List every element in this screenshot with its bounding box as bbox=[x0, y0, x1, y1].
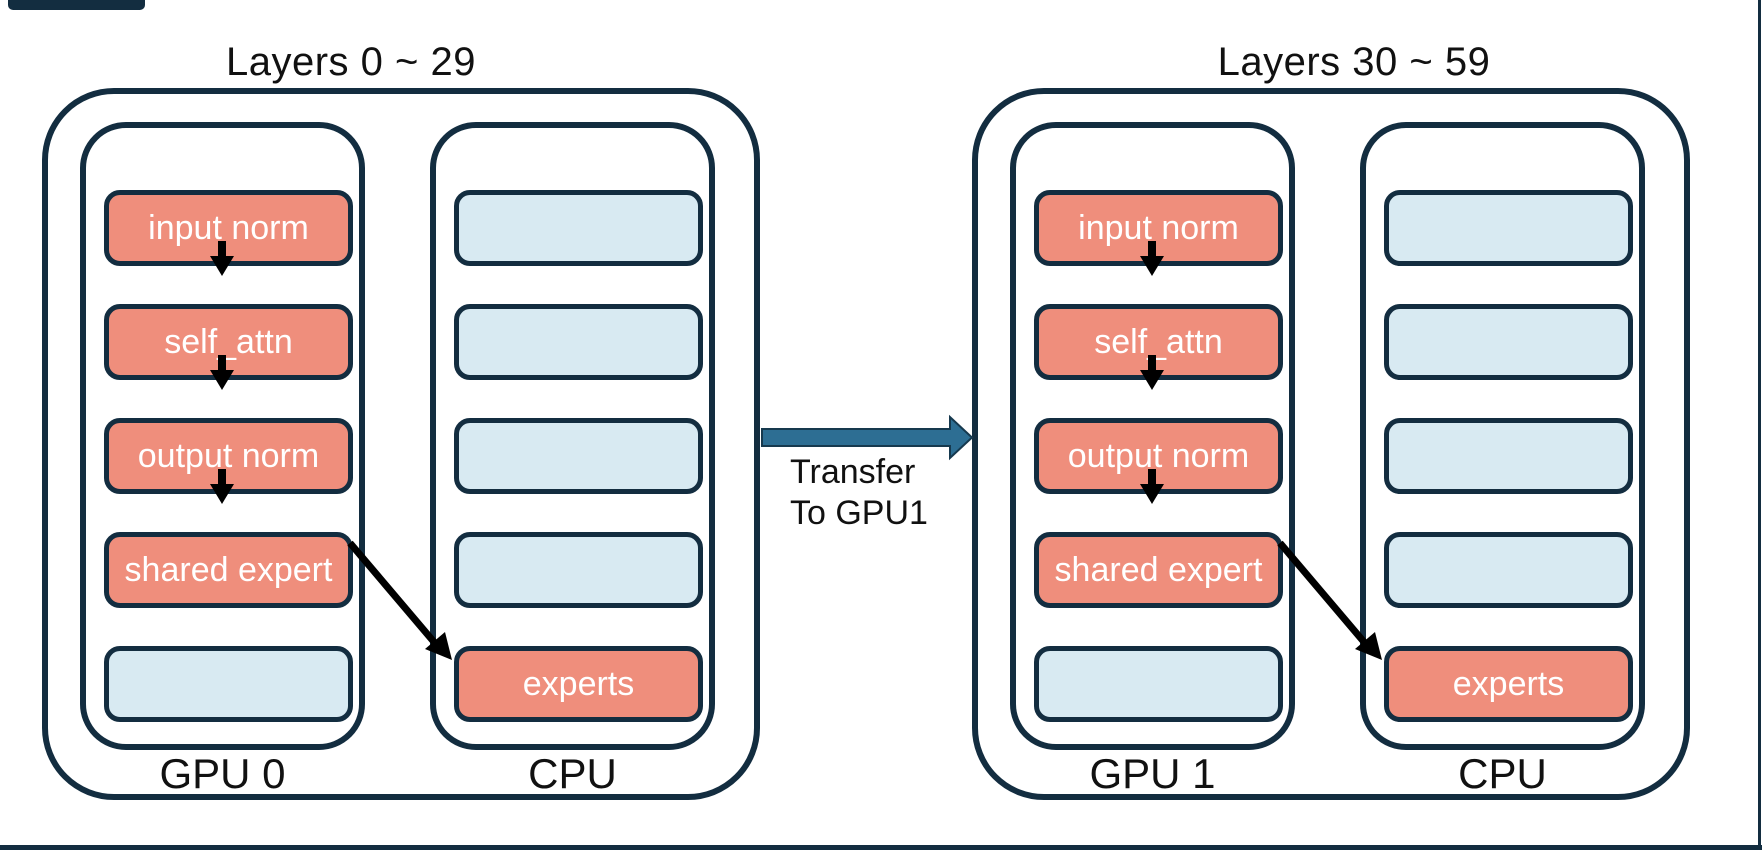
gpu1-self-attn-box: self_attn bbox=[1034, 304, 1283, 380]
gpu0-empty-box bbox=[104, 646, 353, 722]
gpu1-column: input norm self_attn output norm shared … bbox=[1010, 122, 1295, 750]
cpu0-empty-box-1 bbox=[454, 190, 703, 266]
cpu0-experts-box: experts bbox=[454, 646, 703, 722]
transfer-caption: Transfer To GPU1 bbox=[790, 452, 1010, 534]
node-container-right: input norm self_attn output norm shared … bbox=[972, 88, 1690, 800]
top-edge-crop-bar bbox=[8, 0, 145, 10]
cpu1-empty-box-1 bbox=[1384, 190, 1633, 266]
cpu0-label: CPU bbox=[528, 750, 617, 797]
gpu1-output-norm-box: output norm bbox=[1034, 418, 1283, 494]
node-container-left: input norm self_attn output norm shared … bbox=[42, 88, 760, 800]
transfer-caption-line2: To GPU1 bbox=[790, 494, 928, 532]
cpu1-empty-box-4 bbox=[1384, 532, 1633, 608]
cpu0-empty-box-2 bbox=[454, 304, 703, 380]
cpu1-empty-box-3 bbox=[1384, 418, 1633, 494]
cpu0-empty-box-4 bbox=[454, 532, 703, 608]
gpu0-self-attn-box: self_attn bbox=[104, 304, 353, 380]
cpu1-empty-box-2 bbox=[1384, 304, 1633, 380]
right-edge-crop-line bbox=[1758, 0, 1761, 850]
gpu0-output-norm-box: output norm bbox=[104, 418, 353, 494]
bottom-edge-crop-bar bbox=[0, 845, 1762, 850]
cpu0-empty-box-3 bbox=[454, 418, 703, 494]
gpu1-label: GPU 1 bbox=[1089, 750, 1216, 797]
gpu0-input-norm-box: input norm bbox=[104, 190, 353, 266]
layers-range-title-right: Layers 30 ~ 59 bbox=[1217, 40, 1491, 84]
cpu1-label: CPU bbox=[1458, 750, 1547, 797]
gpu0-label: GPU 0 bbox=[159, 750, 286, 797]
transfer-caption-line1: Transfer bbox=[790, 453, 916, 491]
cpu1-column: experts bbox=[1360, 122, 1645, 750]
gpu1-empty-box bbox=[1034, 646, 1283, 722]
cpu0-column: experts bbox=[430, 122, 715, 750]
gpu1-shared-expert-box: shared expert bbox=[1034, 532, 1283, 608]
gpu0-shared-expert-box: shared expert bbox=[104, 532, 353, 608]
gpu1-input-norm-box: input norm bbox=[1034, 190, 1283, 266]
gpu0-column: input norm self_attn output norm shared … bbox=[80, 122, 365, 750]
layers-range-title-left: Layers 0 ~ 29 bbox=[226, 40, 476, 84]
cpu1-experts-box: experts bbox=[1384, 646, 1633, 722]
